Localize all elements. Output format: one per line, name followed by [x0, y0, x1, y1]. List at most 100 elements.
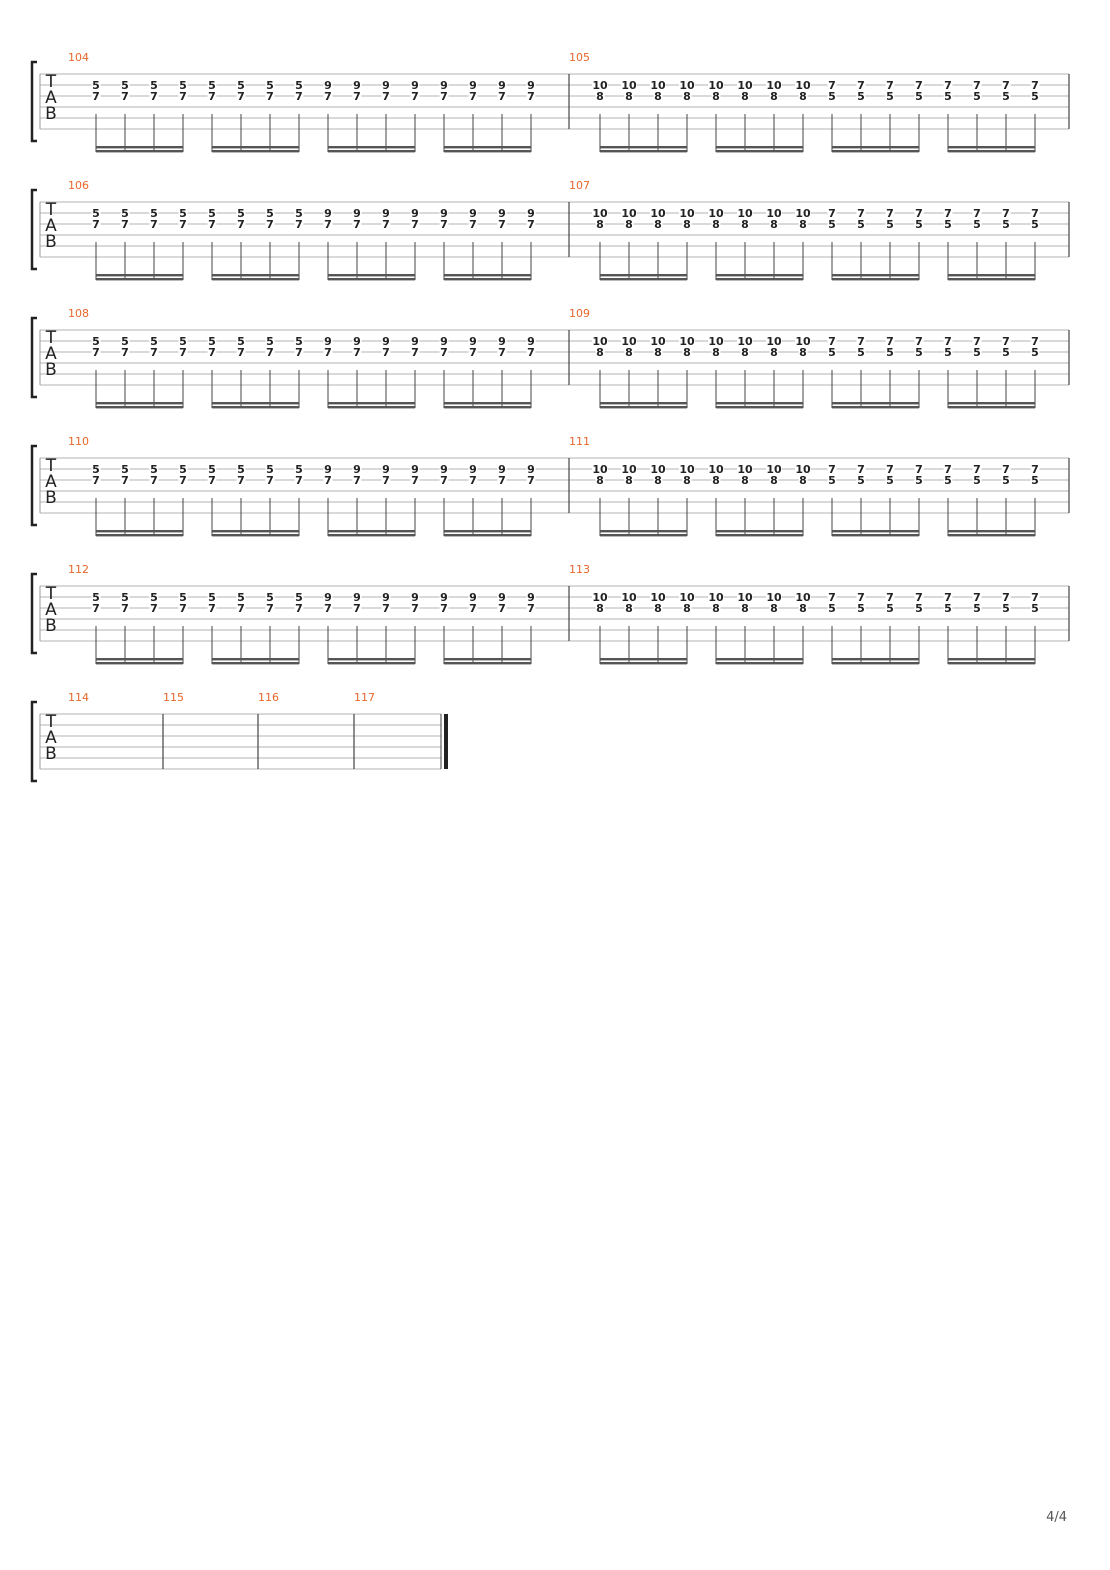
- fret-backdrop: [621, 592, 637, 602]
- fret-number: 7: [179, 346, 187, 359]
- fret-backdrop: [972, 592, 982, 602]
- fret-backdrop: [265, 475, 275, 485]
- fret-backdrop: [178, 336, 188, 346]
- fret-backdrop: [943, 464, 953, 474]
- fret-number: 8: [712, 474, 720, 487]
- fret-backdrop: [468, 603, 478, 613]
- beam: [600, 658, 687, 661]
- fret-number: 8: [683, 90, 691, 103]
- fret-number: 7: [353, 346, 361, 359]
- fret-number: 9: [498, 463, 506, 476]
- fret-backdrop: [439, 91, 449, 101]
- fret-backdrop: [149, 91, 159, 101]
- fret-number: 7: [150, 474, 158, 487]
- beam: [832, 530, 919, 533]
- fret-backdrop: [381, 336, 391, 346]
- fret-number: 7: [92, 602, 100, 615]
- fret-backdrop: [294, 592, 304, 602]
- fret-backdrop: [207, 91, 217, 101]
- fret-number: 5: [944, 346, 952, 359]
- fret-number: 5: [179, 207, 187, 220]
- fret-number: 7: [915, 463, 923, 476]
- fret-number: 7: [411, 218, 419, 231]
- fret-number: 7: [353, 218, 361, 231]
- tab-clef-letter: T: [45, 712, 57, 732]
- fret-number: 8: [625, 90, 633, 103]
- fret-number: 8: [799, 474, 807, 487]
- beam: [600, 530, 687, 533]
- fret-number: 7: [944, 79, 952, 92]
- fret-backdrop: [381, 603, 391, 613]
- fret-backdrop: [682, 347, 692, 357]
- fret-backdrop: [856, 336, 866, 346]
- fret-number: 7: [1002, 591, 1010, 604]
- fret-number: 5: [886, 90, 894, 103]
- fret-number: 5: [121, 591, 129, 604]
- fret-number: 8: [741, 218, 749, 231]
- fret-number: 7: [527, 218, 535, 231]
- fret-backdrop: [769, 347, 779, 357]
- fret-number: 10: [679, 335, 695, 348]
- fret-backdrop: [592, 80, 608, 90]
- fret-backdrop: [323, 91, 333, 101]
- fret-number: 7: [208, 218, 216, 231]
- fret-number: 10: [679, 463, 695, 476]
- fret-backdrop: [120, 91, 130, 101]
- fret-backdrop: [323, 219, 333, 229]
- beam: [212, 278, 299, 281]
- fret-number: 10: [737, 335, 753, 348]
- fret-backdrop: [381, 592, 391, 602]
- fret-number: 7: [266, 346, 274, 359]
- fret-number: 10: [708, 591, 724, 604]
- fret-number: 9: [324, 335, 332, 348]
- beam: [96, 530, 183, 533]
- fret-number: 7: [857, 207, 865, 220]
- beam: [948, 146, 1035, 149]
- fret-number: 7: [440, 346, 448, 359]
- fret-number: 7: [498, 346, 506, 359]
- fret-backdrop: [885, 464, 895, 474]
- fret-backdrop: [120, 80, 130, 90]
- fret-backdrop: [856, 475, 866, 485]
- fret-number: 7: [382, 218, 390, 231]
- fret-number: 8: [770, 474, 778, 487]
- beam: [716, 406, 803, 409]
- fret-backdrop: [708, 464, 724, 474]
- fret-number: 9: [353, 335, 361, 348]
- final-thick-barline: [444, 714, 448, 769]
- tab-clef-letter: A: [45, 88, 57, 108]
- fret-number: 7: [353, 602, 361, 615]
- fret-number: 7: [886, 591, 894, 604]
- fret-number: 7: [324, 90, 332, 103]
- fret-backdrop: [914, 603, 924, 613]
- fret-number: 9: [527, 207, 535, 220]
- fret-number: 7: [498, 474, 506, 487]
- fret-number: 7: [973, 591, 981, 604]
- fret-backdrop: [914, 219, 924, 229]
- fret-backdrop: [265, 464, 275, 474]
- fret-backdrop: [827, 347, 837, 357]
- fret-backdrop: [381, 475, 391, 485]
- beam: [444, 278, 531, 281]
- fret-backdrop: [972, 80, 982, 90]
- fret-number: 5: [857, 474, 865, 487]
- fret-number: 7: [208, 602, 216, 615]
- tab-clef-letter: B: [45, 616, 57, 636]
- fret-number: 5: [121, 207, 129, 220]
- fret-backdrop: [323, 336, 333, 346]
- fret-number: 5: [295, 79, 303, 92]
- fret-number: 5: [828, 474, 836, 487]
- tab-clef-letter: B: [45, 232, 57, 252]
- fret-number: 5: [857, 602, 865, 615]
- fret-backdrop: [236, 91, 246, 101]
- fret-number: 7: [1031, 207, 1039, 220]
- fret-number: 9: [469, 79, 477, 92]
- fret-backdrop: [468, 208, 478, 218]
- fret-number: 7: [353, 90, 361, 103]
- fret-number: 7: [382, 346, 390, 359]
- fret-backdrop: [856, 603, 866, 613]
- fret-backdrop: [410, 208, 420, 218]
- fret-number: 8: [625, 602, 633, 615]
- fret-number: 8: [799, 346, 807, 359]
- fret-number: 5: [121, 463, 129, 476]
